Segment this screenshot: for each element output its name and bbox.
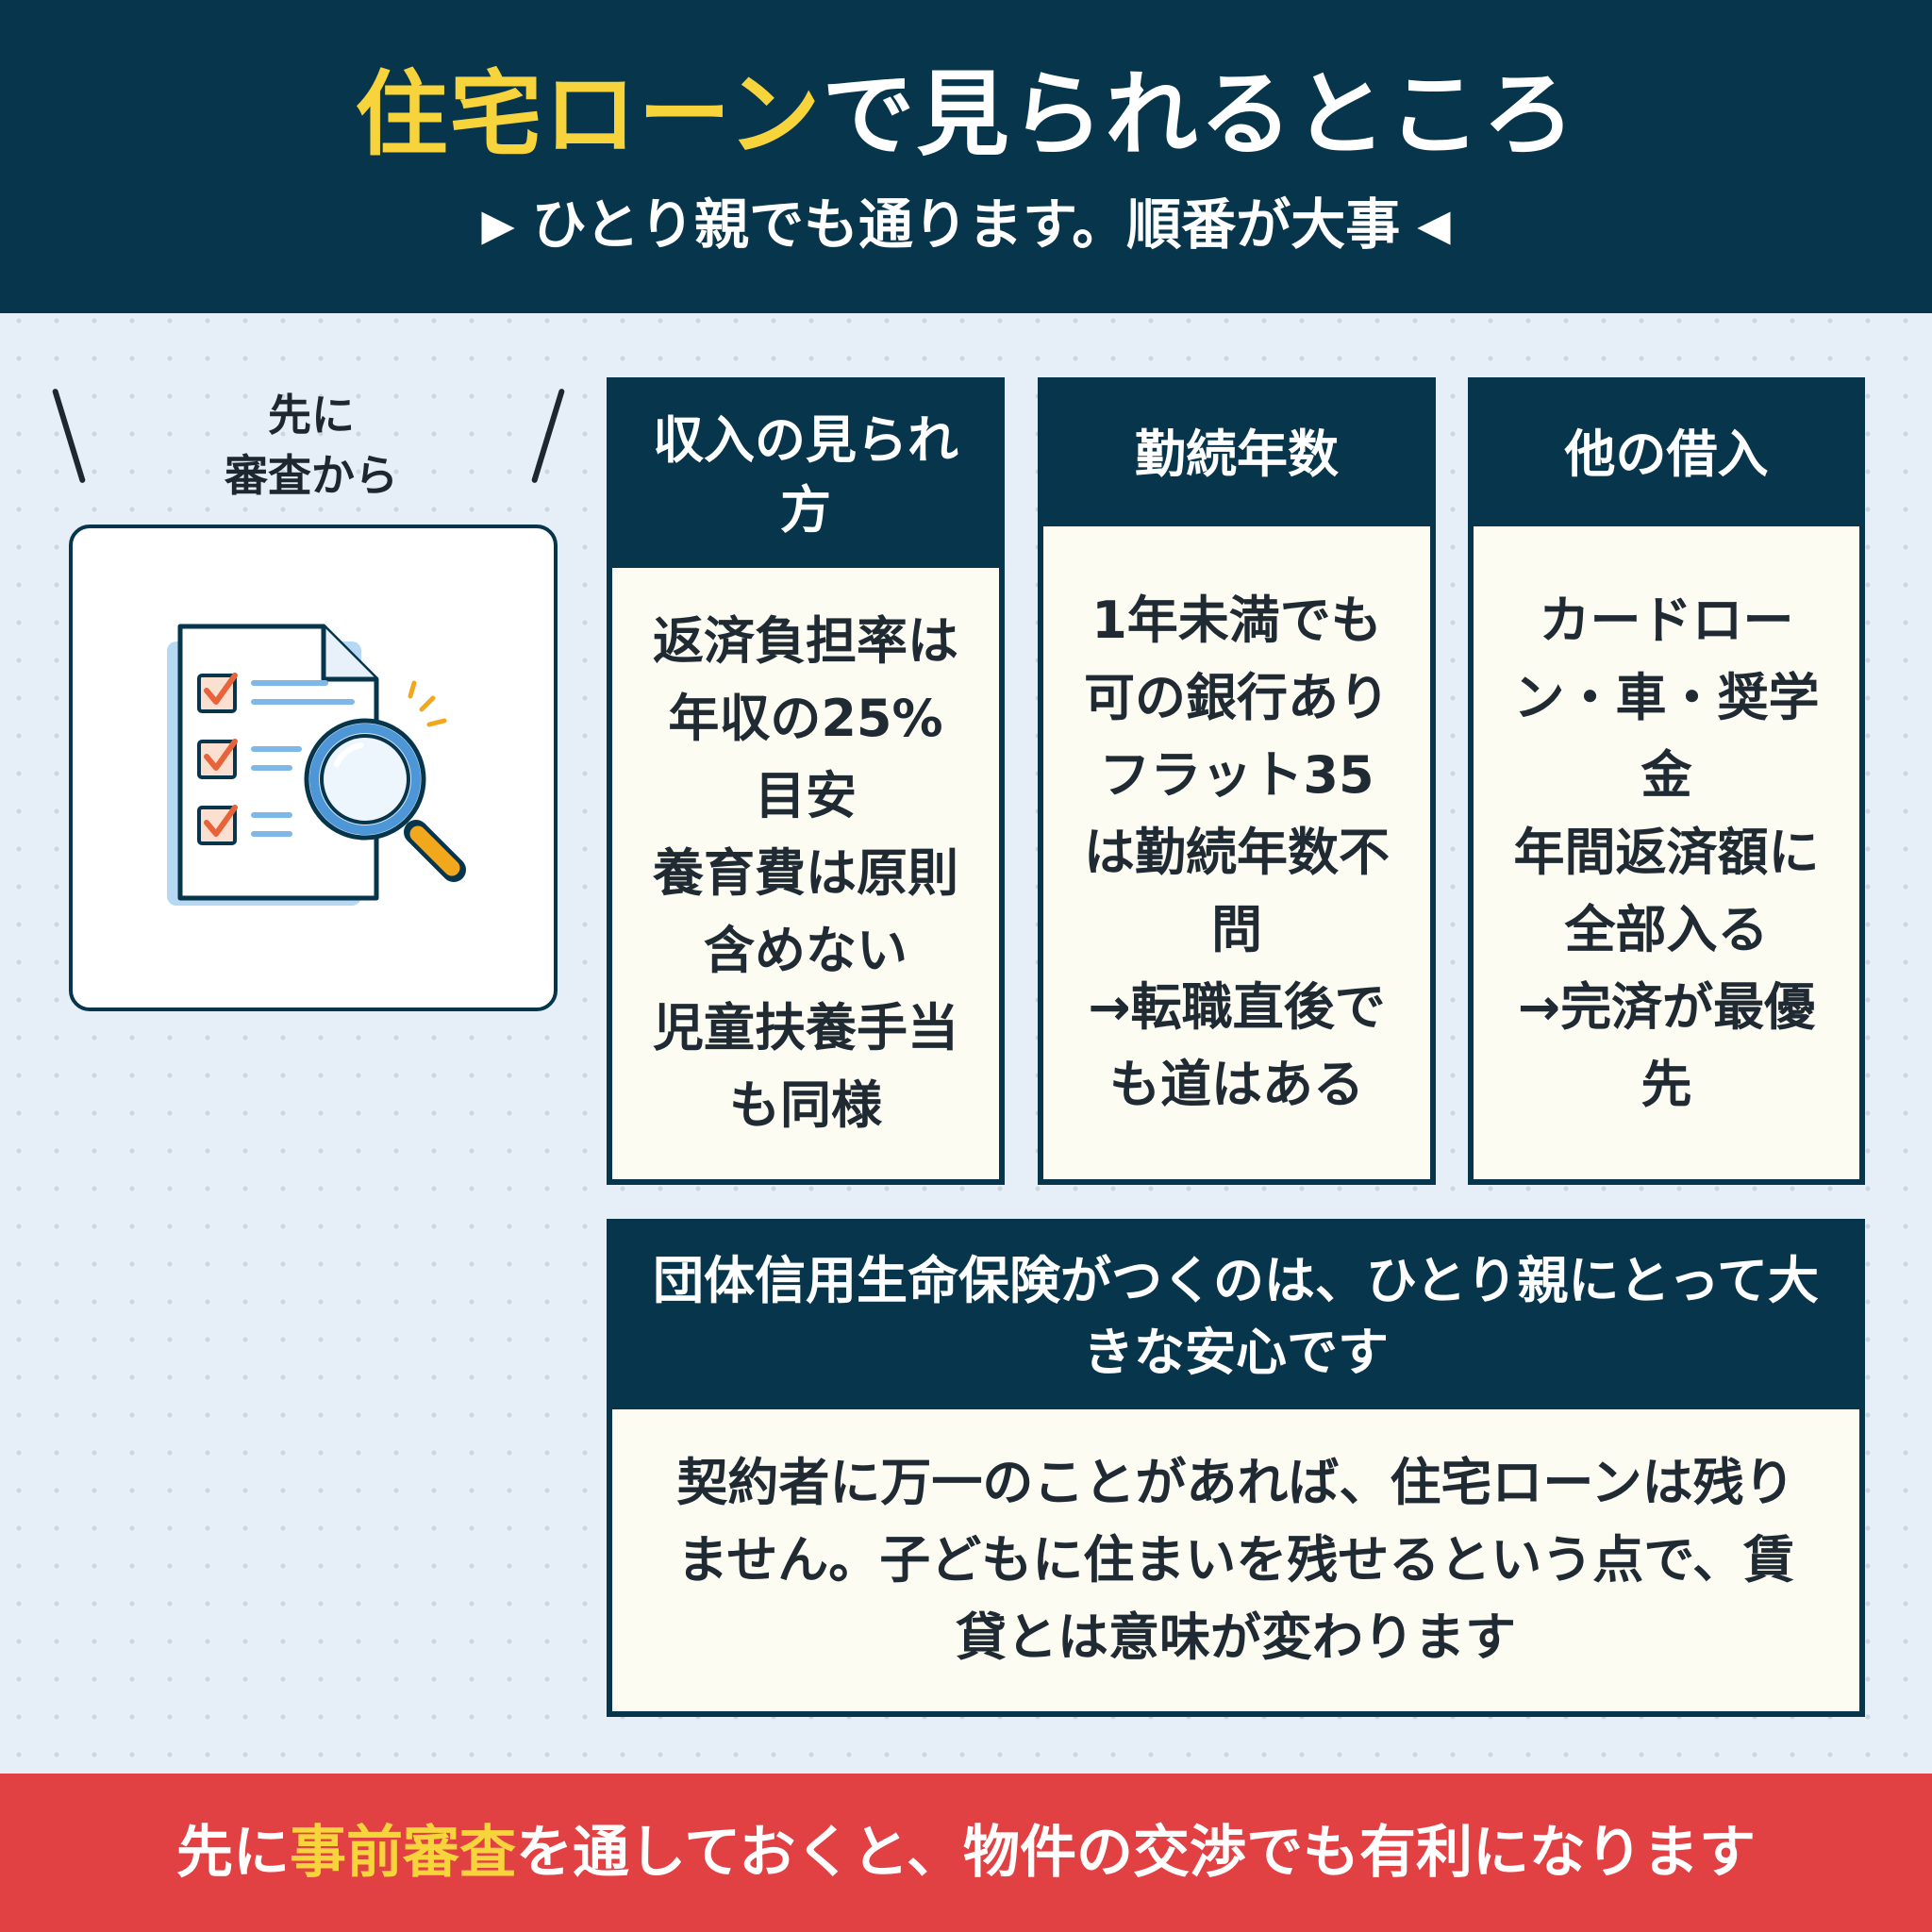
card-line: 可の銀行あり	[1084, 668, 1390, 727]
card-line: ン・車・奨学	[1513, 668, 1820, 727]
card-line: →転職直後で	[1088, 977, 1386, 1037]
icon-card	[69, 525, 558, 1011]
card-title: 勤続年数	[1135, 425, 1339, 484]
emphasis-line-right	[530, 388, 566, 484]
title-highlight: 住宅ローン	[355, 61, 823, 169]
footer-post: を通しておくと、物件の交渉でも有利になります	[516, 1820, 1756, 1886]
header-banner: 住宅ローンで見られるところ ▶ ひとり親でも通ります。順番が大事 ◀	[0, 0, 1932, 313]
card-title-text: 団体信用生命保険がつくのは、ひとり親にとって大きな安心です	[652, 1251, 1820, 1382]
card-body: 1年未満でも 可の銀行あり フラット35 は勤続年数不 問 →転職直後で も道は…	[1043, 526, 1430, 1179]
card-insurance: 団体信用生命保険がつくのは、ひとり親にとって大きな安心です 契約者に万一のことが…	[607, 1219, 1865, 1717]
card-line: 目安	[755, 766, 857, 825]
card-line: 先	[1641, 1055, 1692, 1114]
card-title: 団体信用生命保険がつくのは、ひとり親にとって大きな安心です	[612, 1224, 1859, 1409]
card-line: 返済負担率は	[653, 611, 958, 671]
card-line: 児童扶養手当	[653, 998, 958, 1058]
card-body-text: カードロー ン・車・奨学 金 年間返済額に 全部入る →完済が最優 先	[1514, 582, 1820, 1124]
card-body: 返済負担率は 年収の25% 目安 養育費は原則 含めない 児童扶養手当 も同様	[612, 568, 999, 1179]
card-line: 金	[1641, 745, 1692, 805]
card-body: 契約者に万一のことがあれば、住宅ローンは残りません。子どもに住まいを残せるという…	[612, 1409, 1859, 1711]
page-subtitle: ▶ ひとり親でも通ります。順番が大事 ◀	[0, 189, 1932, 260]
card-line: 養育費は原則	[653, 843, 958, 903]
card-line: カードロー	[1539, 591, 1794, 650]
checklist-magnifier-icon	[167, 624, 466, 906]
card-line: 含めない	[704, 921, 908, 980]
card-line: も道はある	[1109, 1055, 1364, 1114]
triangle-left-icon: ◀	[1417, 199, 1451, 250]
card-line: は勤続年数不	[1084, 823, 1390, 882]
title-rest: で見られるところ	[822, 61, 1577, 169]
footer-banner: 先に事前審査を通しておくと、物件の交渉でも有利になります	[0, 1774, 1932, 1932]
precheck-line: 先に	[268, 390, 355, 441]
precheck-line: 審査から	[225, 450, 398, 501]
card-line: 全部入る	[1564, 900, 1769, 959]
card-line: 1年未満でも	[1091, 591, 1382, 650]
triangle-right-icon: ▶	[481, 199, 515, 250]
footer-highlight: 事前審査	[290, 1820, 516, 1886]
card-body-text: 契約者に万一のことがあれば、住宅ローンは残りません。子どもに住まいを残せるという…	[676, 1453, 1795, 1667]
card-line: 年間返済額に	[1513, 823, 1820, 882]
card-line: 年収の25%	[668, 689, 943, 748]
card-other-debt: 他の借入 カードロー ン・車・奨学 金 年間返済額に 全部入る →完済が最優 先	[1468, 377, 1865, 1185]
subtitle-text: ひとり親でも通ります。順番が大事	[531, 192, 1401, 257]
card-income: 収入の見られ方 返済負担率は 年収の25% 目安 養育費は原則 含めない 児童扶…	[607, 377, 1005, 1185]
card-title: 他の借入	[1564, 425, 1769, 484]
card-line: も同様	[729, 1075, 882, 1135]
page-title: 住宅ローンで見られるところ	[0, 58, 1932, 172]
emphasis-line-left	[51, 388, 87, 484]
card-title-text: 収入の見られ方	[653, 410, 958, 540]
footer-pre: 先に	[176, 1820, 290, 1886]
card-title: 収入の見られ方	[612, 383, 999, 568]
card-tenure: 勤続年数 1年未満でも 可の銀行あり フラット35 は勤続年数不 問 →転職直後…	[1038, 377, 1436, 1185]
card-body: カードロー ン・車・奨学 金 年間返済額に 全部入る →完済が最優 先	[1474, 526, 1859, 1179]
card-body-text: 1年未満でも 可の銀行あり フラット35 は勤続年数不 問 →転職直後で も道は…	[1084, 582, 1390, 1124]
card-line: 問	[1211, 900, 1262, 959]
card-line: フラット35	[1099, 745, 1374, 805]
card-line: →完済が最優	[1517, 977, 1816, 1037]
card-body-text: 返済負担率は 年収の25% 目安 養育費は原則 含めない 児童扶養手当 も同様	[653, 603, 958, 1144]
precheck-label: 先に 審査から	[142, 385, 481, 506]
